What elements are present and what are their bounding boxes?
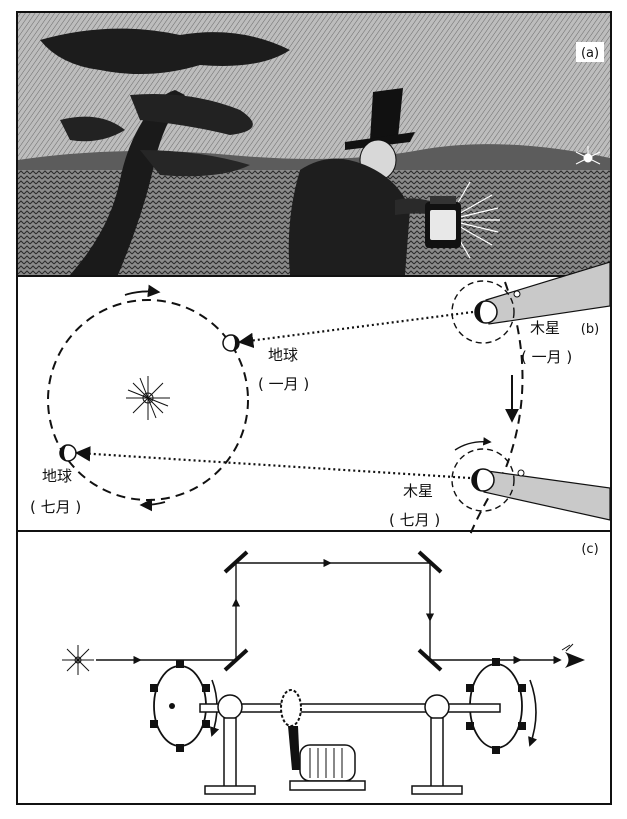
panel-c-light-speed-apparatus: (c): [62, 542, 599, 795]
panel-a-night-scene: (a): [18, 13, 610, 275]
distant-lamp: [575, 146, 601, 165]
earth-july-month: ( 七月 ): [30, 498, 81, 516]
jupiter-july-name: 木星: [403, 482, 433, 500]
earth-january-name: 地球: [268, 346, 298, 364]
drive-gear-belt: [280, 689, 302, 770]
jupiter-orbit-arc: [469, 281, 524, 536]
jupiter-january-month: ( 一月 ): [521, 348, 572, 366]
lantern: [425, 181, 500, 259]
right-bearing-stand: [411, 694, 463, 795]
hat: [370, 88, 403, 140]
earth-july: [59, 444, 77, 462]
sun: [126, 376, 170, 420]
earth-january-month: ( 一月 ): [258, 375, 309, 393]
electric-motor: [289, 744, 366, 791]
earth-january: [222, 334, 240, 352]
jupiter-shadow-july: [479, 469, 611, 521]
jupiter-january: [451, 280, 521, 344]
mirror-4: [417, 648, 443, 672]
panel-a-label: (a): [581, 46, 599, 61]
left-bearing-stand: [204, 694, 256, 795]
figure-frame: [16, 11, 612, 805]
observer-eye: [561, 643, 585, 668]
mirror-1: [223, 648, 249, 672]
pine-tree: [40, 28, 290, 275]
drive-shaft: [199, 703, 501, 713]
left-toothed-wheel: [150, 660, 220, 752]
jupiter-july-month: ( 七月 ): [389, 511, 440, 529]
orbit-direction-arrow-top: [124, 284, 161, 298]
mirror-2: [223, 550, 249, 574]
orbit-direction-arrow-bottom: [139, 498, 166, 512]
light-source: [62, 645, 94, 675]
earth-july-name: 地球: [42, 467, 72, 485]
panel-c-label: (c): [581, 542, 598, 557]
mirrors: [223, 550, 443, 672]
jupiter-july: [451, 437, 525, 512]
mirror-3: [417, 550, 443, 574]
light-beam: [96, 558, 562, 665]
cloak: [288, 158, 410, 275]
panel-b-orbit-diagram: 地球 ( 一月 ) 地球 ( 七月 ) 木星 ( 一月 ) 木星 ( 七月 ) …: [30, 261, 611, 536]
light-path-january: [237, 310, 474, 349]
panel-b-label: (b): [581, 322, 599, 337]
light-path-july: [74, 446, 471, 480]
jupiter-january-name: 木星: [530, 319, 560, 337]
